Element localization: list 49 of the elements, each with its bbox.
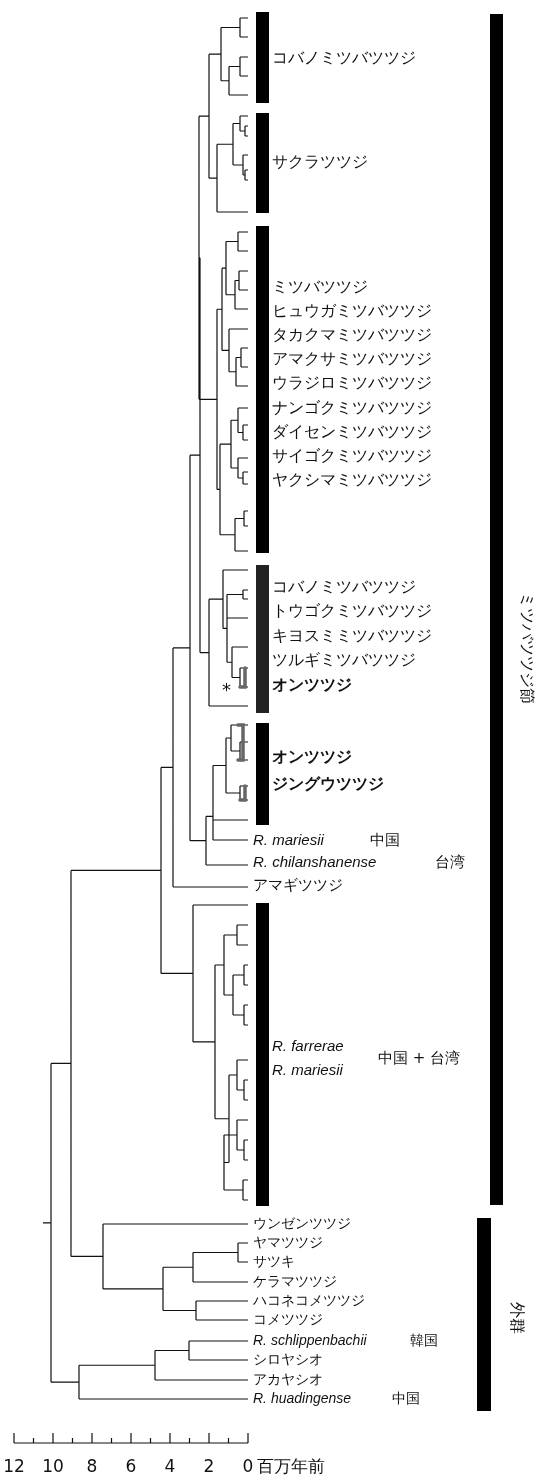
species-label: トウゴクミツバツツジ xyxy=(272,602,432,620)
species-label: ヤマツツジ xyxy=(253,1235,323,1251)
species-label: アマギツツジ xyxy=(253,876,343,894)
tick-label: 12 xyxy=(3,1456,25,1476)
species-label: R. huadingense xyxy=(253,1391,352,1407)
species-label: 台湾 xyxy=(435,853,465,871)
species-label: ウラジロミツバツツジ xyxy=(272,374,432,392)
species-label: コバノミツバツツジ xyxy=(272,578,416,596)
species-label: R. mariesii xyxy=(272,1061,343,1079)
species-label: 韓国 xyxy=(410,1333,438,1349)
species-label: サクラツツジ xyxy=(272,153,368,171)
asterisk-mark: * xyxy=(222,680,231,700)
species-label: キヨスミミツバツツジ xyxy=(272,627,432,645)
species-label: ナンゴクミツバツツジ xyxy=(272,399,432,417)
axis-title: 百万年前 xyxy=(257,1456,325,1476)
tick-label: 10 xyxy=(42,1456,64,1476)
tick-label: 0 xyxy=(242,1456,254,1476)
species-label: サイゴクミツバツツジ xyxy=(272,447,432,465)
species-label: オンツツジ xyxy=(272,676,352,694)
species-label: アマクサミツバツツジ xyxy=(272,350,432,368)
species-label: サツキ xyxy=(253,1254,295,1270)
species-label: 中国 + 台湾 xyxy=(378,1049,461,1067)
group-label: 外群 xyxy=(508,1302,526,1334)
tick-label: 6 xyxy=(125,1456,137,1476)
species-label: ミツバツツジ xyxy=(272,278,368,296)
species-label: ヤクシマミツバツツジ xyxy=(272,471,432,489)
species-label: 中国 xyxy=(392,1391,420,1407)
species-label: ハコネコメツツジ xyxy=(253,1293,365,1309)
species-label: ジングウツツジ xyxy=(272,775,384,793)
species-label: コバノミツバツツジ xyxy=(272,49,416,67)
species-label: R. schlippenbachii xyxy=(253,1333,367,1349)
species-label: オンツツジ xyxy=(272,748,352,766)
species-label: 中国 xyxy=(370,831,400,849)
tick-label: 2 xyxy=(203,1456,215,1476)
species-label: ダイセンミツバツツジ xyxy=(272,423,432,441)
species-label: ウンゼンツツジ xyxy=(253,1216,351,1232)
species-label: タカクマミツバツツジ xyxy=(272,326,432,344)
species-label: R. farrerae xyxy=(272,1037,344,1055)
species-label: ヒュウガミツバツツジ xyxy=(272,302,432,320)
species-label: アカヤシオ xyxy=(253,1372,323,1388)
species-label: R. mariesii xyxy=(253,831,324,849)
tick-label: 4 xyxy=(164,1456,176,1476)
species-label: シロヤシオ xyxy=(253,1352,323,1368)
species-label: ケラマツツジ xyxy=(253,1274,337,1290)
species-label: ツルギミツバツツジ xyxy=(272,651,416,669)
species-label: コメツツジ xyxy=(253,1312,323,1328)
group-label: ミツバツツジ節 xyxy=(518,592,536,704)
species-label: R. chilanshanense xyxy=(253,853,377,871)
tick-label: 8 xyxy=(86,1456,98,1476)
